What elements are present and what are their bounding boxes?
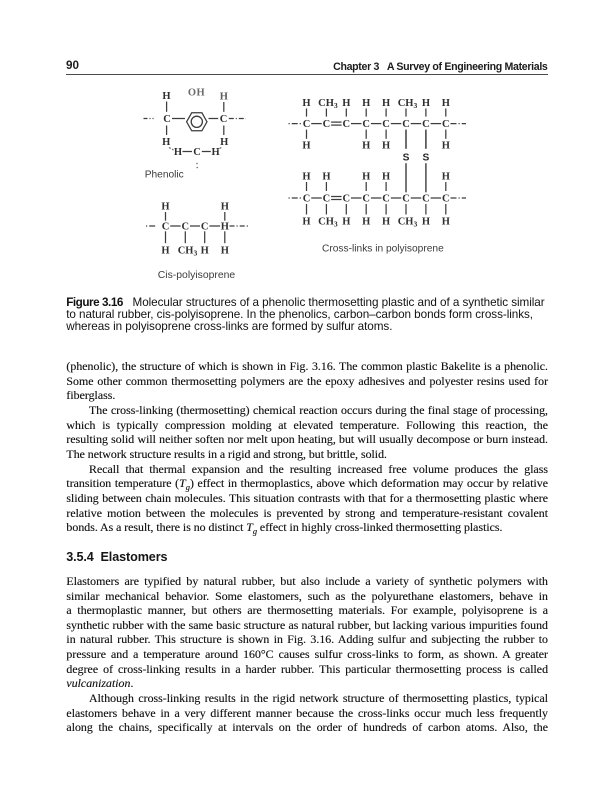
svg-text:H: H	[422, 98, 430, 109]
svg-text:C: C	[162, 222, 170, 233]
svg-text:C: C	[201, 222, 209, 233]
svg-text:S: S	[403, 152, 410, 163]
svg-text:C: C	[163, 114, 171, 125]
svg-text:C: C	[323, 194, 331, 205]
svg-text:H: H	[174, 147, 182, 158]
svg-text:C: C	[402, 119, 410, 130]
svg-text:Phenolic: Phenolic	[145, 170, 184, 181]
svg-text:H: H	[362, 141, 370, 152]
svg-text:S: S	[423, 152, 430, 163]
svg-text:H: H	[221, 245, 229, 256]
svg-text:H: H	[162, 137, 170, 148]
svg-text:C: C	[182, 222, 190, 233]
svg-text:H: H	[322, 171, 330, 182]
svg-text:C: C	[343, 119, 351, 130]
svg-text:CH3: CH3	[318, 216, 338, 228]
svg-text:H: H	[302, 171, 310, 182]
svg-text:C: C	[193, 147, 201, 158]
svg-text:CH3: CH3	[398, 98, 418, 110]
svg-text:OH: OH	[188, 88, 205, 99]
svg-text:H: H	[161, 245, 169, 256]
svg-text:C: C	[422, 119, 430, 130]
svg-text:H: H	[442, 216, 450, 227]
svg-text:C: C	[422, 194, 430, 205]
svg-text:C: C	[382, 119, 390, 130]
svg-text:H: H	[362, 216, 370, 227]
svg-text:C: C	[220, 114, 228, 125]
svg-text:H: H	[220, 91, 228, 102]
svg-text:C: C	[402, 194, 410, 205]
svg-text:H: H	[221, 202, 229, 213]
svg-text:H: H	[362, 98, 370, 109]
svg-text:H: H	[220, 137, 228, 148]
svg-text:CH3: CH3	[178, 245, 198, 257]
svg-text:H: H	[221, 222, 229, 233]
svg-text:CH3: CH3	[318, 98, 338, 110]
svg-text:H: H	[422, 216, 430, 227]
svg-text:H: H	[161, 202, 169, 213]
svg-text:C: C	[323, 119, 331, 130]
svg-text:H: H	[382, 98, 390, 109]
svg-text:C: C	[362, 119, 370, 130]
svg-text:H: H	[382, 141, 390, 152]
svg-text:C: C	[303, 194, 311, 205]
svg-text:H: H	[302, 141, 310, 152]
svg-text:CH3: CH3	[398, 216, 418, 228]
svg-text:C: C	[362, 194, 370, 205]
svg-text:C: C	[442, 194, 450, 205]
svg-text:H: H	[342, 216, 350, 227]
svg-text:H: H	[162, 91, 170, 102]
svg-text:Cross-links in polyisoprene: Cross-links in polyisoprene	[322, 244, 444, 255]
svg-text:C: C	[343, 194, 351, 205]
svg-text:Cis-polyisoprene: Cis-polyisoprene	[158, 270, 236, 281]
svg-text:C: C	[442, 119, 450, 130]
svg-text:C: C	[382, 194, 390, 205]
svg-text:H: H	[442, 171, 450, 182]
svg-text:H: H	[442, 98, 450, 109]
svg-text:H: H	[302, 98, 310, 109]
svg-text:H: H	[212, 147, 220, 158]
svg-text:C: C	[303, 119, 311, 130]
svg-text:H: H	[201, 245, 209, 256]
svg-text:H: H	[382, 171, 390, 182]
svg-text:H: H	[382, 216, 390, 227]
svg-text:H: H	[362, 171, 370, 182]
svg-text:H: H	[342, 98, 350, 109]
svg-text:H: H	[442, 141, 450, 152]
svg-text:H: H	[302, 216, 310, 227]
